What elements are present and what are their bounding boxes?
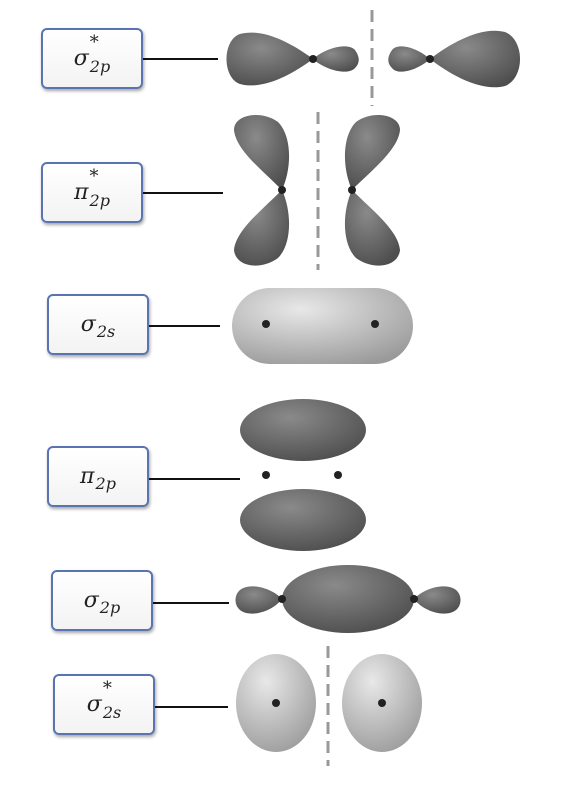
sigma-2s-orbital bbox=[232, 288, 413, 364]
orbital-label: σ2p bbox=[83, 587, 121, 617]
connector-line bbox=[143, 192, 223, 194]
label-box-sigma-star-2s[interactable]: σ*2s bbox=[53, 674, 155, 735]
label-box-pi-star-2p[interactable]: π*2p bbox=[41, 162, 143, 223]
orbital-label: σ*2s bbox=[86, 677, 122, 722]
sigma-2p-orbital bbox=[235, 565, 461, 633]
label-box-sigma-2p[interactable]: σ2p bbox=[51, 570, 153, 631]
orbital-label: π2p bbox=[80, 463, 116, 493]
orbital-label: π*2p bbox=[74, 165, 110, 210]
connector-line bbox=[149, 478, 240, 480]
connector-line bbox=[153, 602, 229, 604]
connector-line bbox=[143, 58, 218, 60]
label-box-pi-2p[interactable]: π2p bbox=[47, 446, 149, 507]
sigma-star-2p-orbital bbox=[226, 10, 520, 106]
label-box-sigma-2s[interactable]: σ2s bbox=[47, 294, 149, 355]
pi-2p-orbital bbox=[240, 399, 366, 551]
sigma-star-2s-orbital bbox=[236, 646, 422, 766]
label-box-sigma-star-2p[interactable]: σ*2p bbox=[41, 28, 143, 89]
orbital-label: σ2s bbox=[80, 311, 116, 341]
connector-line bbox=[155, 706, 228, 708]
pi-star-2p-orbital bbox=[234, 112, 400, 270]
connector-line bbox=[149, 325, 220, 327]
orbital-label: σ*2p bbox=[73, 31, 111, 76]
